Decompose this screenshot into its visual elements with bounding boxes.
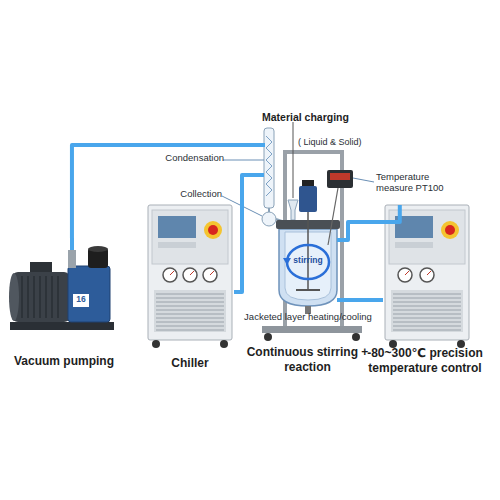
condenser-coil <box>266 136 272 196</box>
pump-plate <box>73 294 89 307</box>
pump-base <box>10 322 114 330</box>
callout-label: Condensation <box>158 153 224 164</box>
buttons <box>158 242 196 248</box>
stirrer-motor <box>299 186 317 212</box>
callout-label: ( Liquid & Solid) <box>298 137 380 147</box>
callout-label: Temperature measure PT100 <box>376 172 452 194</box>
frame-bar <box>283 150 344 154</box>
vacuum-pump <box>9 238 114 330</box>
hose-connector <box>234 175 250 292</box>
pump-head <box>68 266 110 322</box>
inlet-valve <box>68 250 76 268</box>
display <box>158 216 196 238</box>
equipment-caption: Continuous stirring + reaction <box>228 345 387 374</box>
equipment-node: Chiller <box>146 205 234 370</box>
leader-line <box>293 122 294 198</box>
leader-lines <box>222 160 374 216</box>
pt100-probe <box>328 188 338 245</box>
hose-connector <box>365 205 400 222</box>
callout-label: Material charging <box>262 111 382 123</box>
hose <box>70 238 74 251</box>
callout-label: Jacketed layer heating/cooling <box>226 312 390 323</box>
chiller-unit <box>148 205 232 348</box>
hose-line <box>365 298 383 302</box>
temperature-box <box>327 170 353 188</box>
wheel <box>220 340 228 348</box>
condenser <box>264 128 274 208</box>
tube <box>268 208 270 212</box>
vent-slots <box>156 294 224 330</box>
hose-connector <box>365 300 383 301</box>
controller-gauges <box>398 268 434 282</box>
switch-plate <box>204 221 222 239</box>
impeller <box>296 289 320 291</box>
vent-grille <box>154 290 226 332</box>
switch-knob <box>208 225 218 235</box>
frame-base <box>262 326 362 333</box>
control-panel <box>152 210 228 264</box>
hoses <box>250 145 365 300</box>
motor-body <box>12 272 70 322</box>
chiller-gauges <box>163 268 217 282</box>
equipment-caption: Chiller <box>124 356 256 370</box>
controller-unit <box>385 205 469 348</box>
equipment-node: Vacuum pumping <box>8 238 120 368</box>
hose-line <box>234 175 250 292</box>
feed-funnel <box>288 200 298 220</box>
hose-line <box>72 145 250 238</box>
hose-line <box>365 205 400 222</box>
equipment-caption: -80~300℃ precision temperature control <box>361 346 489 375</box>
wheel <box>352 333 360 341</box>
callout-label: Collection <box>168 189 222 200</box>
motor-cap <box>302 180 314 187</box>
stirring-arrow <box>283 258 291 265</box>
collection-flask <box>262 212 276 226</box>
wheel <box>264 333 272 341</box>
temperature-display <box>330 173 350 180</box>
motor-fins <box>22 276 58 318</box>
hose-connector <box>72 145 250 238</box>
equipment-caption: Vacuum pumping <box>0 354 142 368</box>
filter-top <box>88 246 108 252</box>
wheel <box>152 340 160 348</box>
callout-label: stirring <box>284 256 332 266</box>
callout-label: 16 <box>73 295 89 305</box>
equipment-node: Continuous stirring + reaction <box>250 112 365 374</box>
equipment-node: -80~300℃ precision temperature control <box>383 205 467 375</box>
cabinet <box>148 205 232 340</box>
motor-cap <box>9 273 19 321</box>
